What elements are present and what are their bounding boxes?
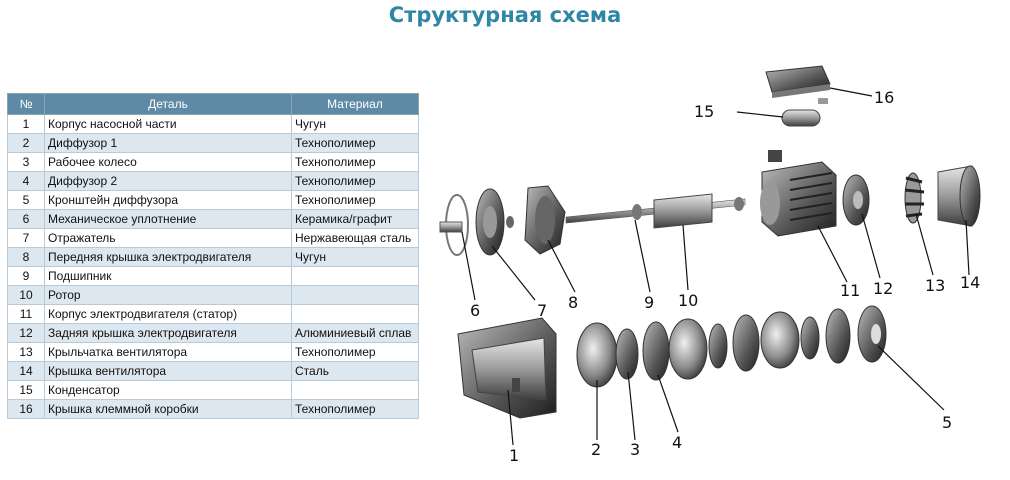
callout-8: 8 — [568, 293, 578, 312]
callout-7: 7 — [537, 301, 547, 320]
capacitor — [781, 109, 821, 127]
row-material: Технополимер — [291, 190, 419, 210]
table-header-row: № Деталь Материал — [7, 93, 419, 115]
seal-ring — [439, 194, 469, 256]
callout-6: 6 — [470, 301, 480, 320]
diffuser-stages — [576, 305, 887, 388]
row-material: Нержавеющая сталь — [291, 228, 419, 248]
row-material: Алюминиевый сплав — [291, 323, 419, 343]
row-material: Технополимер — [291, 171, 419, 191]
header-part: Деталь — [44, 93, 292, 115]
row-part: Крышка клеммной коробки — [44, 399, 292, 419]
row-material: Керамика/графит — [291, 209, 419, 229]
row-part: Подшипник — [44, 266, 292, 286]
callout-3: 3 — [630, 440, 640, 459]
callout-11: 11 — [840, 281, 860, 300]
motor-rear-cover — [842, 174, 870, 226]
diagram-title: Структурная схема — [388, 3, 622, 27]
row-number: 8 — [7, 247, 45, 267]
callout-9: 9 — [644, 293, 654, 312]
callout-16: 16 — [874, 88, 894, 107]
callout-10: 10 — [678, 291, 698, 310]
row-material: Технополимер — [291, 133, 419, 153]
motor-front-cover — [524, 185, 566, 255]
callout-2: 2 — [591, 440, 601, 459]
fan-impeller — [904, 172, 925, 224]
callout-1: 1 — [509, 446, 519, 465]
row-part: Диффузор 1 — [44, 133, 292, 153]
callout-5: 5 — [942, 413, 952, 432]
row-material — [291, 285, 419, 305]
mechanical-seal — [475, 188, 505, 256]
motor-stator-housing — [760, 150, 837, 237]
deflector — [506, 216, 514, 228]
row-material: Сталь — [291, 361, 419, 381]
callout-12: 12 — [873, 279, 893, 298]
row-number: 2 — [7, 133, 45, 153]
row-number: 13 — [7, 342, 45, 362]
row-number: 15 — [7, 380, 45, 400]
row-number: 4 — [7, 171, 45, 191]
row-number: 11 — [7, 304, 45, 324]
row-part: Передняя крышка электродвигателя — [44, 247, 292, 267]
terminal-box-cover — [765, 65, 831, 98]
callout-13: 13 — [925, 276, 945, 295]
row-number: 10 — [7, 285, 45, 305]
row-part: Корпус электродвигателя (статор) — [44, 304, 292, 324]
leader-lines — [461, 87, 970, 446]
callout-15: 15 — [694, 102, 714, 121]
terminal-clip — [818, 98, 828, 104]
callout-4: 4 — [672, 433, 682, 452]
pump-casing — [457, 317, 557, 419]
row-part: Задняя крышка электродвигателя — [44, 323, 292, 343]
shaft-rotor — [565, 193, 746, 229]
row-material: Технополимер — [291, 399, 419, 419]
row-material: Чугун — [291, 247, 419, 267]
row-number: 14 — [7, 361, 45, 381]
fan-cover — [937, 165, 981, 227]
callout-14: 14 — [960, 273, 980, 292]
